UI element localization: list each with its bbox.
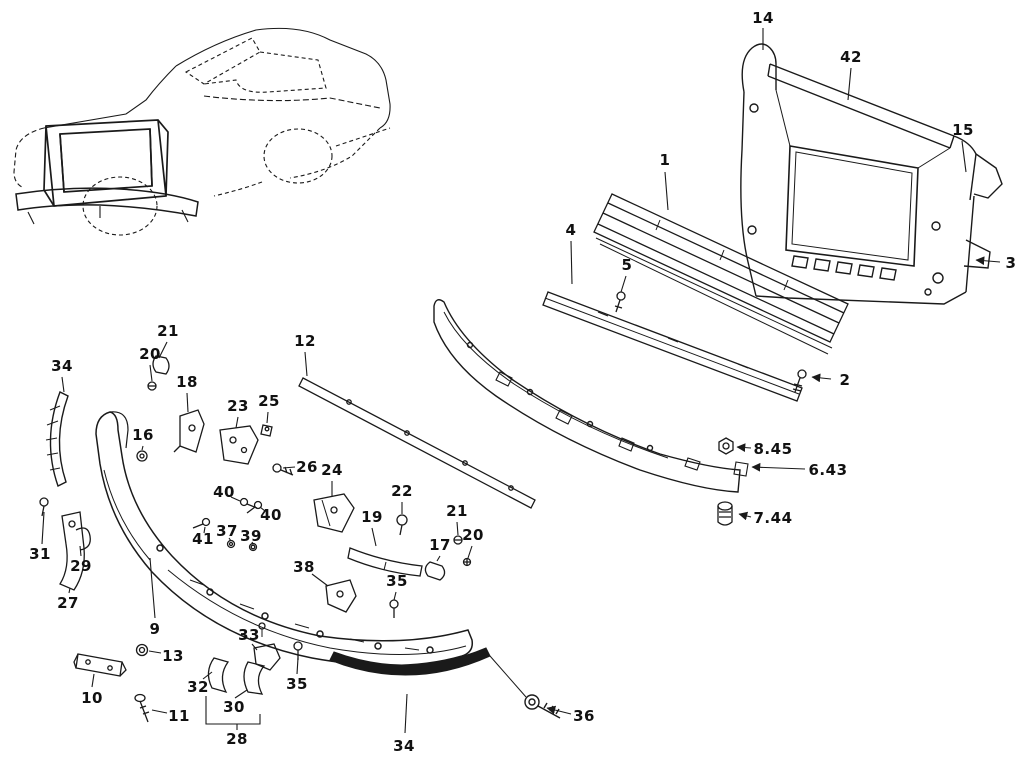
part-callout-9-36: 9 [149, 620, 161, 638]
bumper-rubber-strip-left [45, 391, 69, 487]
clip-29 [75, 527, 91, 551]
pin-31 [39, 497, 49, 517]
grille [593, 193, 849, 355]
part-callout-20-30: 20 [462, 526, 484, 544]
part-callout-12-15: 12 [294, 332, 316, 350]
part-callout-7_44-10: 7.44 [753, 509, 793, 527]
part-callout-4-4: 4 [565, 221, 577, 239]
part-callout-40-21: 40 [213, 483, 235, 501]
part-callout-35-40: 35 [286, 675, 308, 693]
bolt-21-right [453, 535, 463, 545]
side-bracket-right [953, 135, 1003, 199]
part-callout-36-46: 36 [573, 707, 595, 725]
part-callout-39-25: 39 [240, 527, 262, 545]
bolt-11 [134, 693, 150, 723]
part-callout-1-3: 1 [659, 151, 671, 169]
part-callout-21-28: 21 [446, 502, 468, 520]
part-callout-20-13: 20 [139, 345, 161, 363]
bracket-18 [173, 409, 205, 453]
part-callout-29-32: 29 [70, 557, 92, 575]
part-callout-40-23: 40 [260, 506, 282, 524]
part-callout-28-44: 28 [226, 730, 248, 748]
bracket-10 [73, 653, 127, 677]
part-callout-16-18: 16 [132, 426, 154, 444]
bracket-27 [59, 511, 85, 591]
part-callout-34-11: 34 [51, 357, 73, 375]
callout-leader-lines [41, 28, 1001, 734]
front-valance-panel [433, 299, 749, 493]
bracket-32 [207, 657, 230, 694]
bolt-20-right [462, 557, 472, 567]
part-callout-33-37: 33 [238, 626, 260, 644]
bolt-40-lower [246, 500, 263, 514]
part-callout-41-26: 41 [192, 530, 214, 548]
part-callout-10-41: 10 [81, 689, 103, 707]
nut-13 [135, 643, 149, 657]
bracket-38 [325, 579, 357, 613]
bolt-22 [396, 514, 408, 536]
bracket-30 [243, 661, 266, 695]
part-callout-15-2: 15 [952, 121, 974, 139]
part-callout-17-29: 17 [429, 536, 451, 554]
bracket-33 [253, 622, 281, 671]
washer-16 [136, 450, 148, 462]
part-callout-37-24: 37 [216, 522, 238, 540]
part-callout-14-0: 14 [752, 9, 774, 27]
strip-19 [347, 547, 423, 577]
part-callout-6_43-9: 6.43 [808, 461, 848, 479]
nut-8 [718, 437, 734, 455]
part-callout-3-6: 3 [1005, 254, 1017, 272]
part-callout-23-16: 23 [227, 397, 249, 415]
part-callout-11-43: 11 [168, 707, 190, 725]
part-callout-5-5: 5 [621, 256, 633, 274]
part-callout-30-42: 30 [223, 698, 245, 716]
nut-25 [260, 424, 273, 437]
car-outline-sketch [13, 27, 391, 236]
part-callout-38-33: 38 [293, 558, 315, 576]
bracket-24 [313, 493, 355, 533]
part-callout-18-14: 18 [176, 373, 198, 391]
bracket-23 [219, 425, 259, 465]
part-callout-32-39: 32 [187, 678, 209, 696]
radiator-core-support [740, 43, 1003, 305]
part-callout-13-38: 13 [162, 647, 184, 665]
part-callout-2-7: 2 [839, 371, 851, 389]
part-callout-31-31: 31 [29, 545, 51, 563]
part-callout-26-19: 26 [296, 458, 318, 476]
stone-guard-strip [298, 377, 536, 509]
part-callout-8_45-8: 8.45 [753, 440, 793, 458]
part-callout-19-27: 19 [361, 508, 383, 526]
part-callout-24-20: 24 [321, 461, 343, 479]
clip-21-left [152, 355, 170, 375]
part-callout-22-22: 22 [391, 482, 413, 500]
part-callout-34-45: 34 [393, 737, 415, 755]
clamp-17 [424, 561, 446, 581]
bolt-41 [192, 517, 211, 529]
bolt-20-left [147, 381, 157, 391]
screw-2 [792, 369, 807, 393]
front-bumper-bar [95, 411, 474, 667]
bolt-7 [717, 501, 733, 526]
hood-lock-support-bar [767, 63, 955, 149]
part-callout-21-12: 21 [157, 322, 179, 340]
bumper-rubber-strip-bottom [329, 647, 491, 676]
part-callout-35-34: 35 [386, 572, 408, 590]
part-callout-42-1: 42 [840, 48, 862, 66]
grille-moulding [542, 291, 803, 402]
part-callout-27-35: 27 [57, 594, 79, 612]
part-callout-25-17: 25 [258, 392, 280, 410]
